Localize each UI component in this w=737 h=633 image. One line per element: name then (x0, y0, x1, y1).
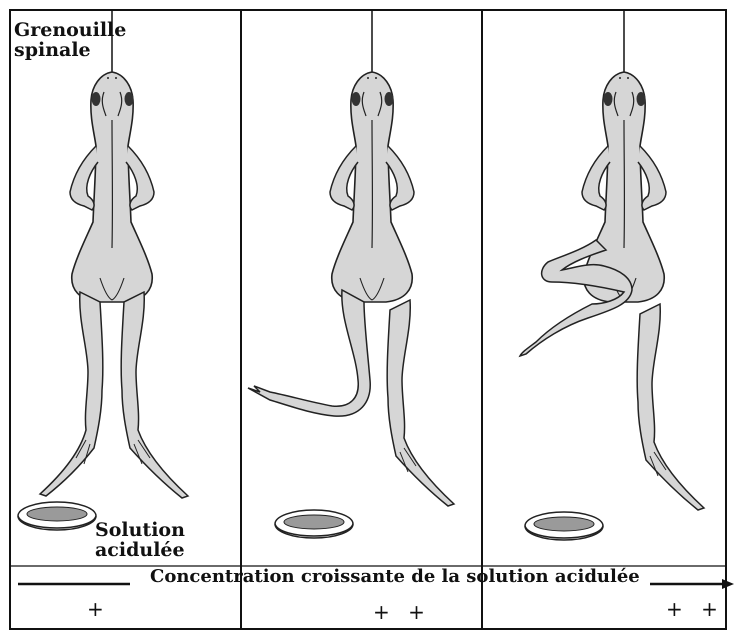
frog-2 (330, 72, 414, 302)
axis-label: Concentration croissante de la solution … (150, 568, 640, 587)
frog-3-right-leg (637, 304, 704, 510)
frog-2-right-leg (387, 300, 454, 506)
panel-1 (18, 10, 188, 530)
intensity-panel-3: + + + (666, 597, 737, 621)
frog-1 (70, 72, 154, 302)
panel-2 (248, 10, 454, 538)
intensity-panel-2: + + (373, 600, 431, 624)
frog-1-right-leg (121, 292, 188, 498)
intensity-panel-1: + (87, 597, 110, 621)
frog-2-left-leg-flexed (248, 290, 370, 416)
dish-1 (18, 502, 96, 530)
dish-2 (275, 510, 353, 538)
frog-1-left-leg (40, 292, 103, 496)
axis-arrowhead (722, 579, 734, 589)
panel-3 (520, 10, 704, 540)
dish-3 (525, 512, 603, 540)
